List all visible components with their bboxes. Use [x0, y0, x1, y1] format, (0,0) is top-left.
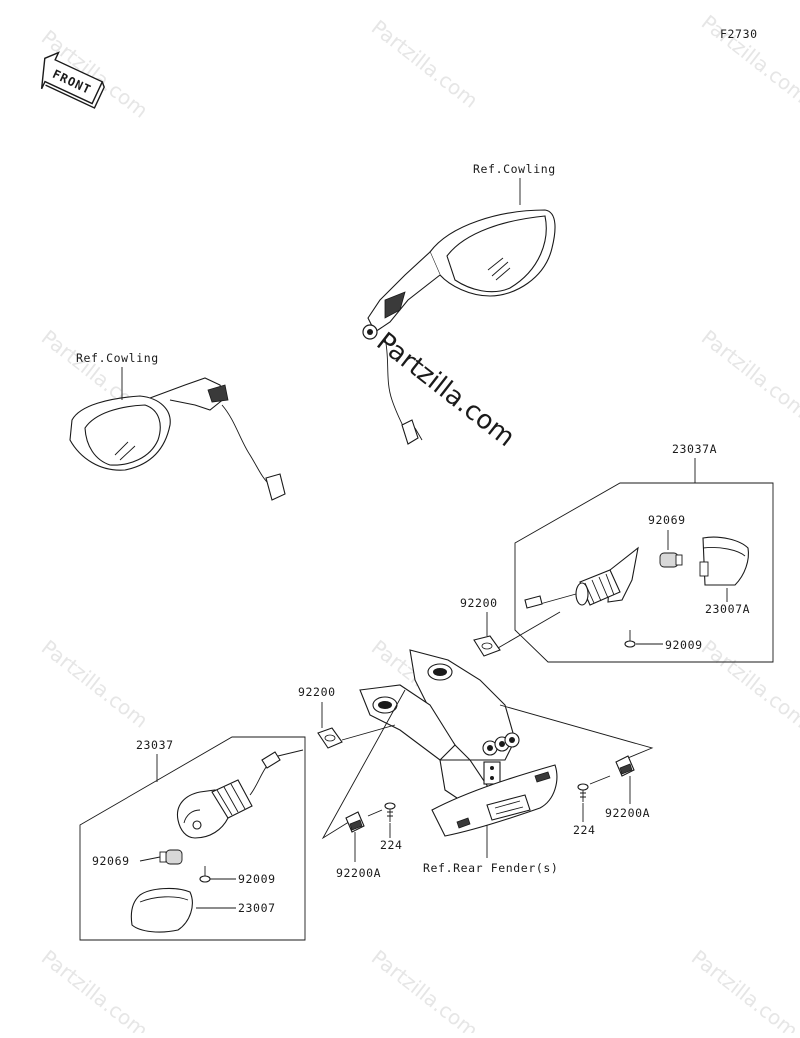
diagram-code: F2730	[720, 27, 758, 41]
label-23037A: 23037A	[672, 442, 717, 456]
label-92200A-right: 92200A	[605, 806, 650, 820]
label-92069-left: 92069	[92, 854, 130, 868]
bulb-92069-right	[659, 552, 683, 568]
label-92200-left: 92200	[298, 685, 336, 699]
label-92200A-left: 92200A	[336, 866, 381, 880]
watermark-text: Partzilla.com	[367, 945, 483, 1033]
turn-signal-left	[176, 749, 304, 839]
rear-fender-bracket	[359, 649, 558, 837]
watermark-text: Partzilla.com	[697, 10, 800, 108]
mirror-right	[362, 209, 556, 445]
watermark-text: Partzilla.com	[687, 945, 800, 1033]
watermark-text: Partzilla.com	[367, 15, 483, 113]
turn-signal-right	[524, 546, 639, 609]
watermark-text: Partzilla.com	[37, 635, 153, 733]
box-23037A	[514, 482, 774, 663]
clip-92200A-left	[345, 811, 365, 833]
grommet-92200-right	[473, 635, 501, 657]
label-92009-right: 92009	[665, 638, 703, 652]
label-92200-right: 92200	[460, 596, 498, 610]
partzilla-watermark: Partzilla.com	[371, 327, 521, 453]
screw-92009-left	[199, 866, 211, 883]
label-ref-rear-fender: Ref.Rear Fender(s)	[423, 861, 558, 875]
clip-92200A-right	[615, 755, 635, 777]
bulb-92069-left	[159, 849, 183, 865]
mirror-left	[69, 377, 286, 501]
watermark-text: Partzilla.com	[37, 945, 153, 1033]
screw-92009-right	[624, 630, 636, 648]
watermark-text: Partzilla.com	[697, 635, 800, 733]
label-23007A: 23007A	[705, 602, 750, 616]
grommet-92200-left	[317, 727, 343, 749]
bolt-224-right	[577, 783, 589, 802]
watermark-text-large: Partzilla.com	[371, 327, 521, 453]
lens-23007A	[699, 536, 749, 586]
bolt-224-left	[384, 802, 396, 822]
label-23037: 23037	[136, 738, 174, 752]
label-ref-cowling-right: Ref.Cowling	[473, 162, 556, 176]
label-23007: 23007	[238, 901, 276, 915]
box-23037	[79, 736, 306, 941]
label-224-right: 224	[573, 823, 596, 837]
label-92069-right: 92069	[648, 513, 686, 527]
label-ref-cowling-left: Ref.Cowling	[76, 351, 159, 365]
lens-23007	[130, 887, 193, 933]
label-92009-left: 92009	[238, 872, 276, 886]
watermark-text: Partzilla.com	[697, 325, 800, 423]
label-224-left: 224	[380, 838, 403, 852]
